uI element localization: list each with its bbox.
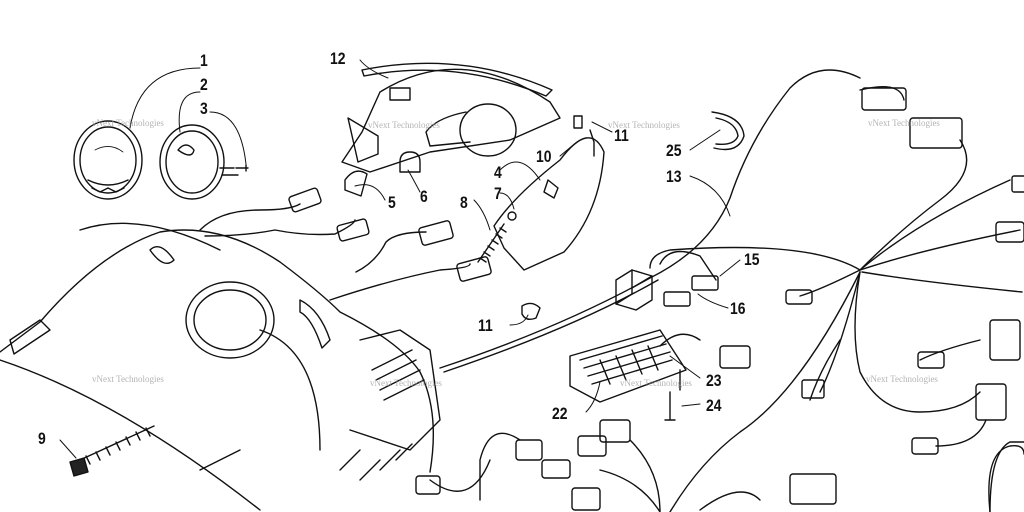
callout-22: 22 bbox=[552, 404, 568, 423]
callout-11-lower: 11 bbox=[478, 316, 493, 335]
main-harness bbox=[439, 69, 1024, 512]
spring-part bbox=[477, 223, 507, 263]
bezel-part bbox=[159, 124, 239, 200]
callout-4: 4 bbox=[494, 163, 502, 182]
bolt-part bbox=[664, 391, 676, 421]
lower-harness bbox=[415, 419, 1024, 512]
gauge-part bbox=[73, 120, 143, 200]
bolt-9-part bbox=[69, 425, 155, 477]
ring-part bbox=[711, 111, 745, 151]
callout-16: 16 bbox=[730, 299, 746, 318]
watermark: vNext Technologies bbox=[370, 378, 442, 388]
side-panel-part bbox=[493, 129, 605, 271]
callout-2: 2 bbox=[200, 75, 208, 94]
watermark: vNext Technologies bbox=[92, 118, 164, 128]
callout-5: 5 bbox=[388, 193, 396, 212]
nut-part bbox=[507, 211, 517, 221]
callout-6: 6 bbox=[420, 187, 428, 206]
leader-lines bbox=[59, 59, 741, 459]
clip-part bbox=[573, 115, 583, 129]
bulb-part bbox=[344, 151, 421, 197]
callout-23: 23 bbox=[706, 371, 722, 390]
callout-10: 10 bbox=[536, 147, 552, 166]
relay-part bbox=[615, 250, 719, 311]
shroud-part bbox=[988, 444, 1024, 512]
clip-part-lower bbox=[521, 302, 541, 321]
callout-8: 8 bbox=[460, 193, 468, 212]
callout-1: 1 bbox=[200, 51, 208, 70]
hood-trim-part bbox=[341, 62, 561, 173]
watermark: vNext Technologies bbox=[92, 374, 164, 384]
hood-body-part bbox=[0, 222, 441, 511]
callout-15: 15 bbox=[744, 250, 760, 269]
watermark: vNext Technologies bbox=[866, 374, 938, 384]
callout-7: 7 bbox=[494, 184, 502, 203]
watermark: vNext Technologies bbox=[368, 120, 440, 130]
callout-3: 3 bbox=[200, 99, 208, 118]
watermark: vNext Technologies bbox=[608, 120, 680, 130]
callout-13: 13 bbox=[666, 167, 682, 186]
callout-12: 12 bbox=[330, 49, 346, 68]
watermark: vNext Technologies bbox=[868, 118, 940, 128]
callout-24: 24 bbox=[706, 396, 722, 415]
watermark: vNext Technologies bbox=[620, 378, 692, 388]
callout-9: 9 bbox=[38, 429, 46, 448]
left-harness bbox=[199, 187, 492, 301]
callout-11-top: 11 bbox=[614, 126, 629, 145]
headlight-part bbox=[425, 103, 517, 157]
callout-25: 25 bbox=[666, 141, 682, 160]
screw-part bbox=[235, 164, 249, 172]
regulator-part bbox=[569, 329, 751, 403]
